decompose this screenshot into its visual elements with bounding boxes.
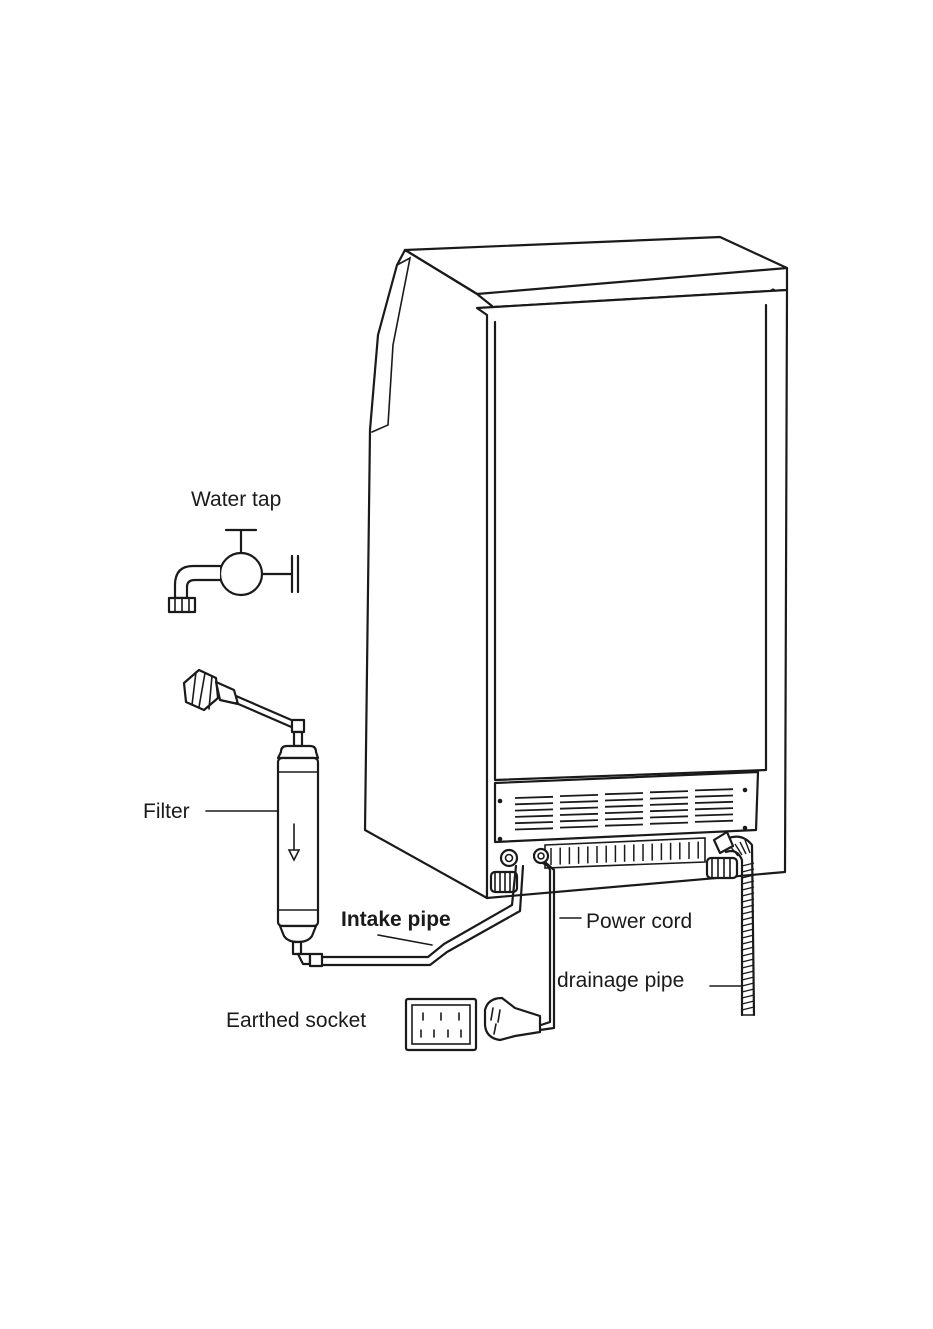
feed-hose-edge xyxy=(236,703,296,729)
vent-slot xyxy=(560,808,598,809)
power-inlet-connector xyxy=(534,849,548,863)
tap-spout xyxy=(175,566,220,598)
vent-slot xyxy=(695,789,733,790)
screw xyxy=(743,826,748,831)
vent-slot xyxy=(560,826,598,827)
filter-inlet-stem xyxy=(294,732,302,746)
vent-slot xyxy=(560,820,598,821)
filter-assembly xyxy=(184,670,322,966)
vent-slot xyxy=(515,816,553,817)
corrugation-ring xyxy=(742,971,754,974)
hose-fitting xyxy=(216,682,238,704)
vent-slot xyxy=(515,809,553,810)
tap-handle xyxy=(226,530,256,553)
water-tap-icon xyxy=(169,530,298,612)
filter-outlet-fitting xyxy=(310,954,322,966)
label-earthed-socket: Earthed socket xyxy=(226,1009,366,1032)
vent-slot xyxy=(515,803,553,804)
screw xyxy=(498,837,503,842)
vent-slot xyxy=(695,814,733,815)
vent-slot xyxy=(695,802,733,803)
vent-slot xyxy=(650,810,688,811)
vent-slot xyxy=(560,795,598,796)
socket-icon xyxy=(406,999,476,1050)
vent-slot xyxy=(650,804,688,805)
vent-slot xyxy=(515,828,553,829)
vent-slot xyxy=(515,822,553,823)
unit-left-side xyxy=(365,250,492,898)
socket-faceplate xyxy=(406,999,476,1050)
vent-slot xyxy=(605,812,643,813)
filter-outlet-elbow xyxy=(298,954,310,964)
label-water-tap: Water tap xyxy=(191,488,281,511)
corrugation-ring xyxy=(742,977,754,980)
feed-hose xyxy=(236,696,296,722)
plug-icon xyxy=(485,998,540,1040)
label-power-cord: Power cord xyxy=(586,910,692,933)
elbow-fitting xyxy=(292,720,304,732)
vent-slot xyxy=(515,797,553,798)
vent-slot xyxy=(605,806,643,807)
label-drainage-pipe: drainage pipe xyxy=(557,969,684,992)
filter-outlet-stem xyxy=(293,942,301,954)
vent-slot xyxy=(605,799,643,800)
vent-slot xyxy=(560,814,598,815)
vent-slot xyxy=(650,797,688,798)
water-inlet-connector xyxy=(501,850,517,866)
tap-outlet-flange xyxy=(262,556,298,592)
corrugation-ring xyxy=(742,965,754,968)
vent-slot xyxy=(560,801,598,802)
filter-bottom-cap xyxy=(280,926,316,942)
corrugation-ring xyxy=(742,959,754,962)
label-filter: Filter xyxy=(143,800,190,823)
vent-slot xyxy=(650,823,688,824)
label-intake-pipe: Intake pipe xyxy=(341,908,451,931)
vent-slot xyxy=(605,818,643,819)
corrugation-ring xyxy=(742,1001,754,1004)
hose-thread-connector xyxy=(184,670,218,710)
vent-slot xyxy=(605,793,643,794)
corrugation-ring xyxy=(742,989,754,992)
screw xyxy=(743,788,748,793)
intake-pipe-leader-line xyxy=(378,935,432,945)
screw xyxy=(498,799,503,804)
vent-slot xyxy=(695,796,733,797)
filter-top-cap xyxy=(278,746,318,758)
corrugation-ring xyxy=(742,995,754,998)
corrugation-ring xyxy=(742,983,754,986)
vent-slot xyxy=(650,791,688,792)
filter-cartridge-icon xyxy=(278,758,318,926)
ice-maker-unit xyxy=(365,237,787,898)
vent-slot xyxy=(695,821,733,822)
tap-valve-body xyxy=(220,553,262,595)
vent-slot xyxy=(695,808,733,809)
vent-slot xyxy=(650,816,688,817)
vent-slot xyxy=(605,825,643,826)
corrugation-ring xyxy=(742,1007,754,1010)
